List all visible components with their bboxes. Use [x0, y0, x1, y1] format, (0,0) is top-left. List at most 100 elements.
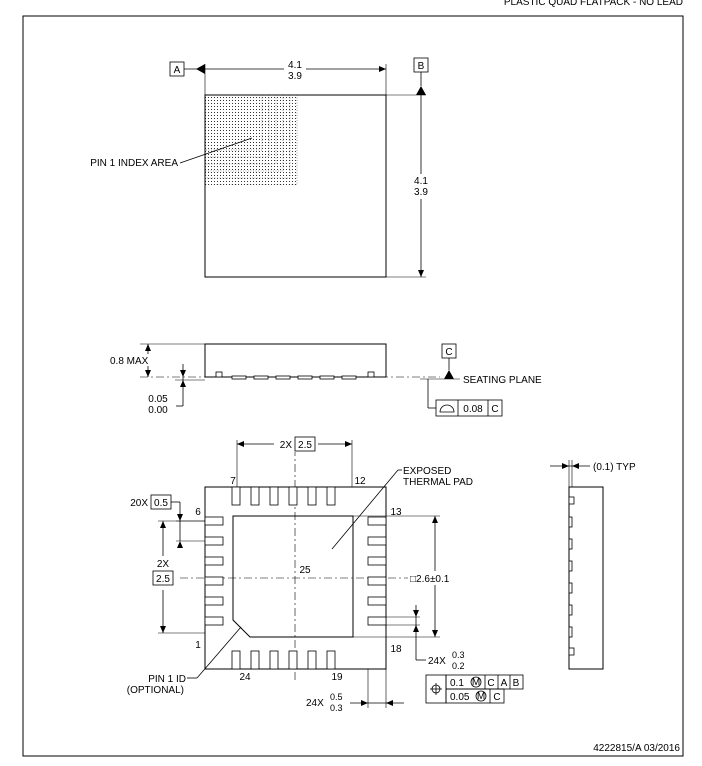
pitch-value-box — [294, 436, 316, 452]
pos-tol2: 0.05 — [450, 692, 470, 703]
height-min: 3.9 — [414, 187, 428, 198]
pin1-id-leader-diag — [196, 626, 242, 679]
pin-6-label: 6 — [195, 507, 201, 518]
max-height-label: 0.8 MAX — [110, 356, 149, 367]
datum-b-label: B — [418, 61, 425, 72]
pad-text-bg — [408, 571, 464, 585]
standoff-arrow-bottom — [180, 380, 186, 387]
mmc-icon-1 — [470, 676, 482, 688]
exposed-pad-label-2: THERMAL PAD — [403, 477, 473, 488]
typ-arrow-right — [572, 463, 579, 469]
typ-label: (0.1) TYP — [593, 462, 636, 473]
pos-tol2-datum: C — [493, 692, 500, 703]
side-view-package — [204, 343, 387, 378]
pin-7-label: 7 — [230, 476, 236, 487]
height-dim-arrow-bottom — [418, 270, 424, 277]
standoff-min: 0.00 — [148, 405, 168, 416]
right-side-view-leads — [568, 496, 575, 656]
pin1-index-leader — [179, 137, 253, 164]
flatness-value: 0.08 — [463, 404, 483, 415]
pin-24-label: 24 — [239, 672, 251, 683]
height-dim-text-bg — [411, 174, 433, 199]
pin1-index-label: PIN 1 INDEX AREA — [90, 158, 178, 169]
height-max: 4.1 — [414, 176, 428, 187]
vert-arrow-bottom — [160, 626, 166, 633]
lead-len-arrow-left — [361, 700, 368, 706]
pin1-id-label-1: PIN 1 ID — [148, 674, 186, 685]
standoff-arrow-top — [180, 370, 186, 377]
pitch-text-bg — [274, 436, 318, 452]
flatness-datum: C — [491, 404, 498, 415]
datum-b-arrow — [416, 86, 426, 95]
exposed-pad-label-1: EXPOSED — [403, 466, 451, 477]
datum-c-label: C — [445, 347, 452, 358]
pad-arrow-top — [432, 516, 438, 523]
pin1-index-area-stepped-edge — [205, 95, 298, 185]
lead-pitch-arrow-bottom — [177, 541, 183, 548]
lead-pitch-value: 0.5 — [154, 498, 168, 509]
position-symbol-icon — [430, 683, 442, 695]
vert-prefix: 2X — [157, 559, 170, 570]
pin-1-label: 1 — [195, 640, 201, 651]
flatness-frame — [435, 399, 503, 417]
lead-width-arrow-top — [413, 610, 419, 617]
lead-width-min: 0.2 — [452, 661, 465, 671]
pitch-arrow-right — [345, 441, 352, 447]
pos-tol1-datum-a: A — [501, 678, 508, 689]
flatness-symbol-icon — [439, 404, 455, 413]
lead-width-prefix: 24X — [428, 656, 446, 667]
pin-25-label: 25 — [299, 565, 311, 576]
pitch-arrow-left — [237, 441, 244, 447]
typ-arrow-left — [562, 463, 569, 469]
lead-width-max: 0.3 — [452, 650, 465, 660]
lead-pitch-prefix: 20X — [130, 498, 148, 509]
pad-size-label: □2.6±0.1 — [410, 574, 450, 585]
pad-arrow-bottom — [432, 630, 438, 637]
mmc-letter-2: M — [477, 691, 485, 702]
pin-18-label: 18 — [390, 644, 402, 655]
pitch-value: 2.5 — [298, 440, 312, 451]
mmc-letter-1: M — [472, 677, 480, 688]
pos-tol1-datum-c: C — [487, 678, 494, 689]
lead-len-min: 0.3 — [330, 703, 343, 713]
datum-c-arrow — [444, 370, 454, 379]
bottom-view-leads — [204, 486, 387, 670]
max-height-text-bg — [108, 354, 154, 366]
exposed-thermal-pad — [232, 515, 354, 638]
lead-len-arrow-right — [386, 700, 393, 706]
max-height-arrow-top — [145, 344, 151, 351]
width-dim-text-bg — [284, 58, 306, 82]
vert-arrow-top — [160, 521, 166, 528]
pin1-index-area — [205, 95, 297, 185]
header-title: PLASTIC QUAD FLATPACK - NO LEAD — [504, 0, 683, 8]
pin-13-label: 13 — [390, 507, 402, 518]
pin-19-label: 19 — [331, 672, 343, 683]
lead-len-prefix: 24X — [306, 698, 324, 709]
pitch-prefix: 2X — [280, 440, 293, 451]
right-side-view-package — [568, 486, 604, 670]
side-view-leads — [215, 371, 375, 380]
width-min: 3.9 — [288, 71, 302, 82]
pin1-id-label-2: (OPTIONAL) — [127, 685, 184, 696]
pos-tol1-datum-b: B — [513, 678, 520, 689]
lead-pitch-arrow-top — [177, 514, 183, 521]
width-max: 4.1 — [288, 60, 302, 71]
datum-a-label: A — [174, 65, 181, 76]
doc-number: 4222815/A 03/2016 — [593, 743, 680, 754]
exposed-pad-leader — [331, 469, 399, 550]
lead-width-arrow-bottom — [413, 625, 419, 632]
standoff-max: 0.05 — [148, 394, 168, 405]
lead-len-max: 0.5 — [330, 692, 343, 702]
seating-plane-label: SEATING PLANE — [463, 375, 542, 386]
pin-12-label: 12 — [354, 476, 366, 487]
pos-tol1: 0.1 — [450, 678, 464, 689]
vert-value-box — [152, 570, 174, 586]
vert-text-bg — [152, 556, 176, 590]
max-height-arrow-bottom — [145, 370, 151, 377]
position-frame-row2 — [445, 688, 505, 704]
vert-value: 2.5 — [156, 574, 170, 585]
width-dim-arrow-right — [379, 66, 386, 72]
mmc-icon-2 — [475, 690, 487, 702]
drawing-border — [22, 15, 684, 757]
